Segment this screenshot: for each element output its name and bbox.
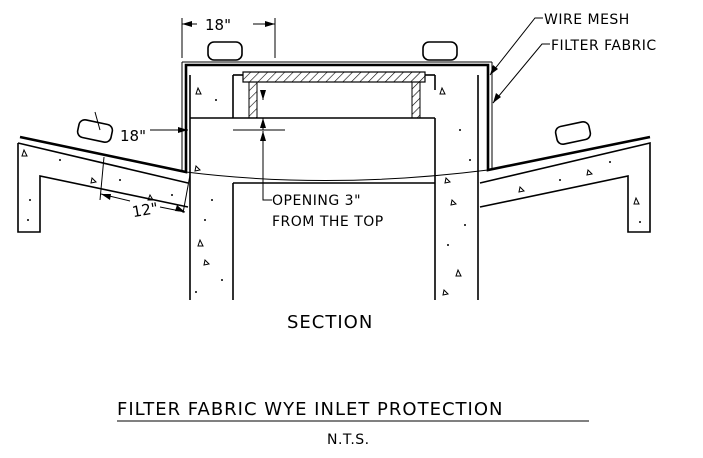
slope-dimension: 12" [99, 156, 191, 221]
sandbags [76, 41, 592, 146]
filter-fabric-wrap [19, 61, 651, 181]
sandbag-left-slope [76, 118, 114, 144]
dim-slope-label: 12" [131, 199, 160, 221]
sandbag-right-slope [554, 120, 592, 146]
dim-top-label: 18" [205, 16, 231, 34]
filter-fabric-label: FILTER FABRIC [551, 38, 657, 54]
sandbag-top-left [207, 41, 243, 61]
opening-label-line2: FROM THE TOP [272, 214, 384, 230]
wire-mesh-callout: WIRE MESH [489, 12, 630, 76]
wire-mesh-label: WIRE MESH [544, 12, 630, 28]
left-concrete-base [17, 142, 189, 233]
opening-label-line1: OPENING 3" [272, 193, 361, 209]
left-inlet-wall [189, 75, 234, 300]
opening-callout: OPENING 3" FROM THE TOP [233, 90, 384, 230]
drawing-title: FILTER FABRIC WYE INLET PROTECTION [117, 399, 503, 420]
filter-fabric-callout: FILTER FABRIC [492, 38, 657, 104]
right-inlet-wall [434, 75, 479, 300]
left-dimension: 18" [94, 111, 188, 145]
dim-left-label: 18" [120, 127, 146, 145]
section-label: SECTION [287, 312, 373, 333]
top-dimension: 18" [181, 16, 276, 58]
sandbag-top-right [422, 41, 458, 61]
scale-note: N.T.S. [327, 432, 370, 448]
drawing-title-block: FILTER FABRIC WYE INLET PROTECTION N.T.S… [117, 399, 589, 448]
inlet-grate [190, 71, 435, 184]
right-concrete-base [479, 141, 651, 233]
